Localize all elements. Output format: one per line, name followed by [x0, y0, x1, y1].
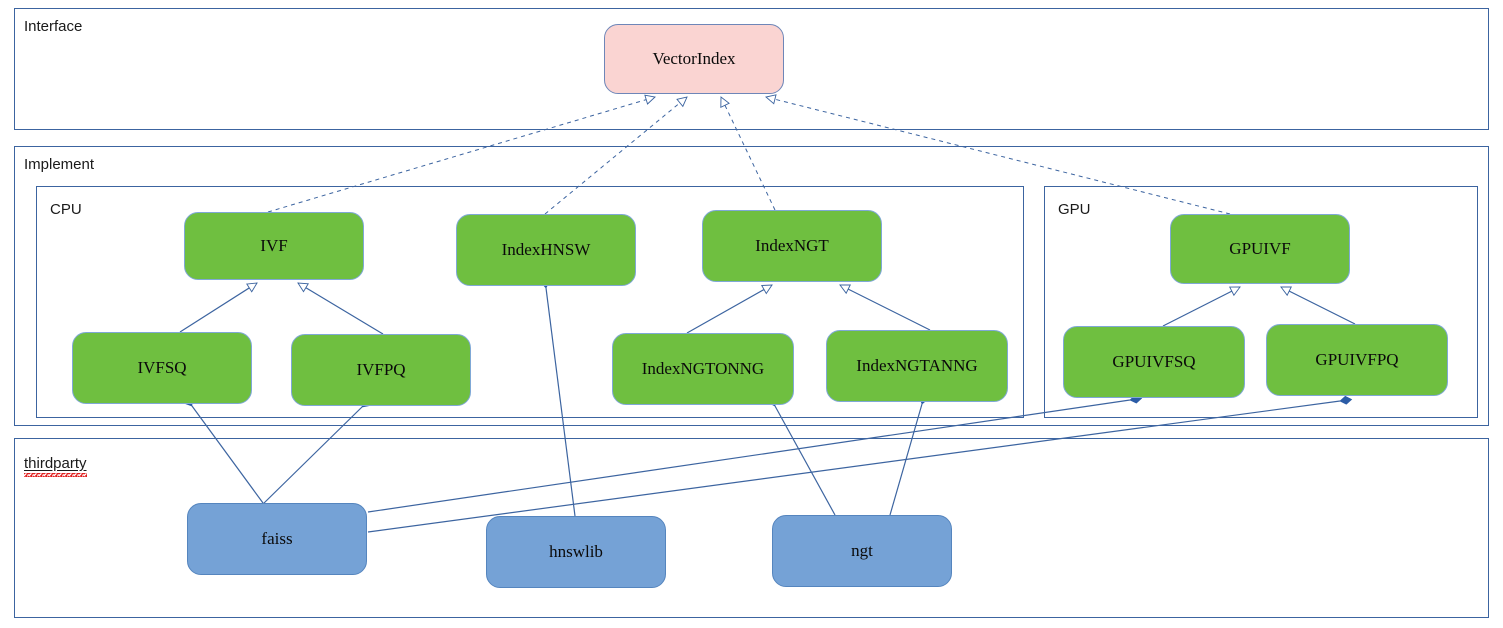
node-ivfsq[interactable]: IVFSQ	[72, 332, 252, 404]
node-faiss[interactable]: faiss	[187, 503, 367, 575]
container-label-thirdparty: thirdparty	[24, 455, 87, 472]
node-indexngt[interactable]: IndexNGT	[702, 210, 882, 282]
node-gpuivfsq[interactable]: GPUIVFSQ	[1063, 326, 1245, 398]
node-indexngtonng[interactable]: IndexNGTONNG	[612, 333, 794, 405]
node-ivf[interactable]: IVF	[184, 212, 364, 280]
node-vectorindex[interactable]: VectorIndex	[604, 24, 784, 94]
node-gpuivf[interactable]: GPUIVF	[1170, 214, 1350, 284]
spellcheck-squiggle-thirdparty	[24, 473, 87, 477]
node-ivfpq[interactable]: IVFPQ	[291, 334, 471, 406]
node-ngt[interactable]: ngt	[772, 515, 952, 587]
container-label-gpu: GPU	[1058, 201, 1091, 218]
container-label-interface: Interface	[24, 18, 83, 35]
node-gpuivfpq[interactable]: GPUIVFPQ	[1266, 324, 1448, 396]
node-indexhnsw[interactable]: IndexHNSW	[456, 214, 636, 286]
container-label-implement: Implement	[24, 156, 95, 173]
container-label-cpu: CPU	[50, 201, 82, 218]
node-hnswlib[interactable]: hnswlib	[486, 516, 666, 588]
node-indexngtanng[interactable]: IndexNGTANNG	[826, 330, 1008, 402]
